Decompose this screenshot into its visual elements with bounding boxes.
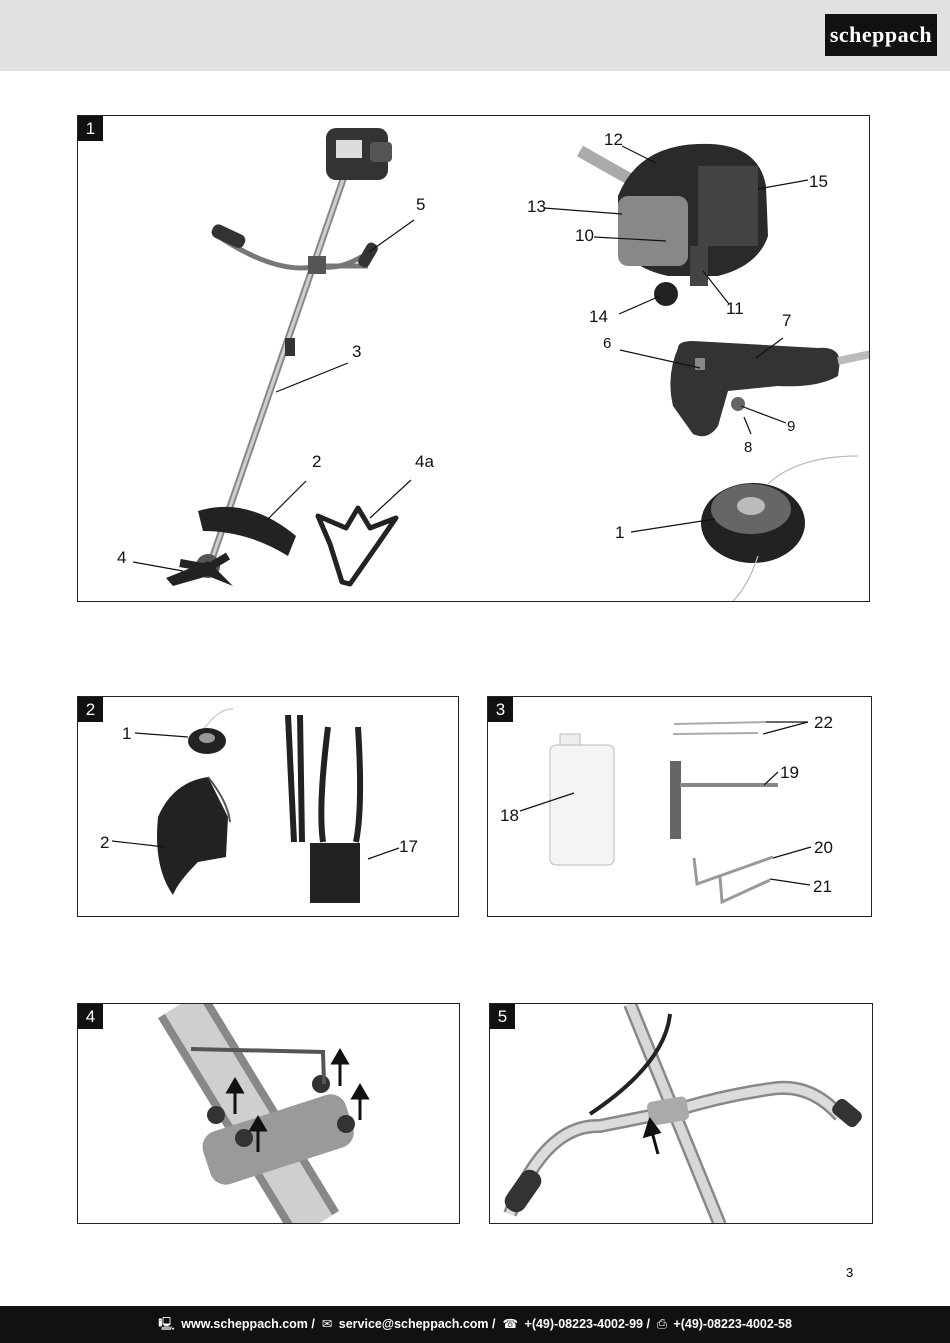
footer-phone: +(49)-08223-4002-99 / (524, 1317, 650, 1331)
callout-15: 15 (809, 172, 828, 191)
figure-4: 4 (77, 1003, 460, 1224)
callout-19: 19 (780, 763, 799, 782)
trimmer-spool (188, 708, 234, 754)
callout-22: 22 (814, 713, 833, 732)
header-bar: scheppach (0, 0, 950, 71)
three-tooth-blade (315, 505, 399, 587)
footer-fax: +(49)-08223-4002-58 (673, 1317, 792, 1331)
callout-6: 6 (603, 335, 611, 352)
callout-20: 20 (814, 838, 833, 857)
callout-2: 2 (312, 452, 321, 471)
footer-bar: 🖳 www.scheppach.com / ✉ service@scheppac… (0, 1306, 950, 1343)
figure-1: 1 (77, 115, 870, 602)
callout-7: 7 (782, 311, 791, 330)
callout-5: 5 (416, 195, 425, 214)
figure-number: 4 (78, 1004, 103, 1029)
figure-number: 3 (488, 697, 513, 722)
footer-website: www.scheppach.com / (181, 1317, 315, 1331)
callout-9: 9 (787, 418, 795, 435)
fax-icon: ⎙ (656, 1317, 667, 1331)
figure-5: 5 (489, 1003, 873, 1224)
computer-icon: 🖳 (158, 1317, 175, 1331)
shaft-and-clamp (157, 1004, 355, 1223)
envelope-icon: ✉ (321, 1317, 333, 1331)
callout-4: 4 (117, 548, 126, 567)
page-number: 3 (846, 1265, 854, 1280)
bike-handle-shaft (503, 1004, 862, 1223)
callout-18: 18 (500, 806, 519, 825)
callout-12: 12 (604, 130, 623, 149)
callout-3: 3 (352, 342, 361, 361)
callout-13: 13 (527, 197, 546, 216)
engine-closeup (577, 143, 768, 306)
shoulder-harness (285, 714, 364, 903)
figure-3-illustration: 18 19 20 21 22 (500, 713, 833, 905)
mixing-bottle (549, 733, 615, 866)
callout-1: 1 (615, 523, 624, 542)
callout-14: 14 (589, 307, 608, 326)
figure-3: 3 18 19 20 21 22 (487, 696, 872, 917)
footer-email: service@scheppach.com / (338, 1317, 496, 1331)
figure-2-illustration: 1 2 17 (100, 708, 418, 903)
up-arrow (642, 1116, 662, 1155)
callout-21: 21 (813, 877, 832, 896)
callout-10: 10 (575, 226, 594, 245)
blade-guard (157, 776, 231, 895)
figure-5-illustration (503, 1004, 862, 1223)
figure-number: 1 (78, 116, 103, 141)
hex-keys (692, 855, 774, 905)
callout-4a: 4a (415, 452, 434, 471)
figure-4-illustration (157, 1004, 370, 1223)
callout-17: 17 (399, 837, 418, 856)
figure-number: 2 (78, 697, 103, 722)
figure-2: 2 1 2 17 (77, 696, 459, 917)
phone-icon: ☎ (502, 1317, 519, 1331)
trimmer-spool-closeup (701, 455, 859, 601)
figure-2-leader-lines (111, 732, 400, 860)
figure-3-leader-lines (519, 721, 812, 886)
figure-1-leader-lines (132, 145, 809, 572)
callout-8: 8 (744, 439, 752, 456)
brush-cutter-illustration (166, 128, 392, 586)
figure-number: 5 (490, 1004, 515, 1029)
figure-1-illustration: 1 2 3 4 4a 5 6 7 8 9 10 11 12 13 14 15 (117, 128, 869, 601)
spark-plug-wrench (670, 761, 778, 839)
trimmer-lines (672, 721, 767, 735)
callout-2: 2 (100, 833, 109, 852)
callout-11: 11 (726, 299, 744, 318)
callout-1: 1 (122, 724, 131, 743)
brand-logo: scheppach (825, 14, 937, 56)
throttle-handle-closeup (670, 341, 869, 437)
up-arrows (225, 1048, 370, 1152)
